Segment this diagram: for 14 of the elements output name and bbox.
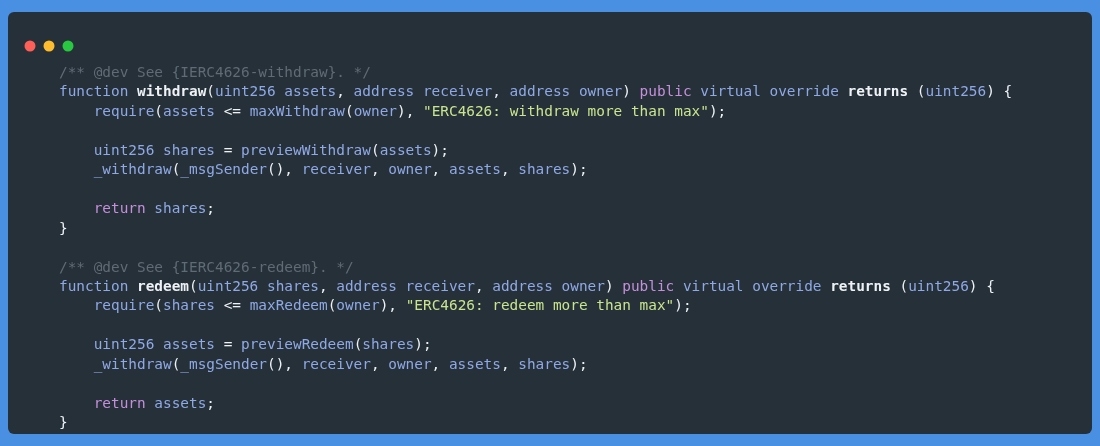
code-line: function redeem(uint256 shares, address receiver, address owner) public virtual override returns (uint256) {	[59, 276, 995, 295]
code-comment: /** @dev See {IERC4626-redeem}. */	[59, 257, 354, 276]
code-line: require(shares <= maxRedeem(owner), "ERC4626: redeem more than max");	[93, 296, 692, 315]
code-line: }	[59, 218, 68, 237]
code-line: uint256 shares = previewWithdraw(assets);	[93, 140, 449, 159]
code-line: uint256 assets = previewRedeem(shares);	[93, 335, 432, 354]
code-line: return shares;	[93, 199, 215, 218]
code-line: require(assets <= maxWithdraw(owner), "ERC4626: withdraw more than max");	[93, 101, 727, 120]
code-comment: /** @dev See {IERC4626-withdraw}. */	[59, 63, 371, 81]
code-line: }	[59, 413, 68, 432]
code-line: return assets;	[93, 393, 215, 412]
code-line: _withdraw(_msgSender(), receiver, owner, assets, shares);	[93, 160, 588, 179]
code-line: function withdraw(uint256 assets, address receiver, address owner) public virtual override returns (uint256) {	[59, 82, 1013, 101]
code-line: _withdraw(_msgSender(), receiver, owner, assets, shares);	[93, 354, 588, 373]
